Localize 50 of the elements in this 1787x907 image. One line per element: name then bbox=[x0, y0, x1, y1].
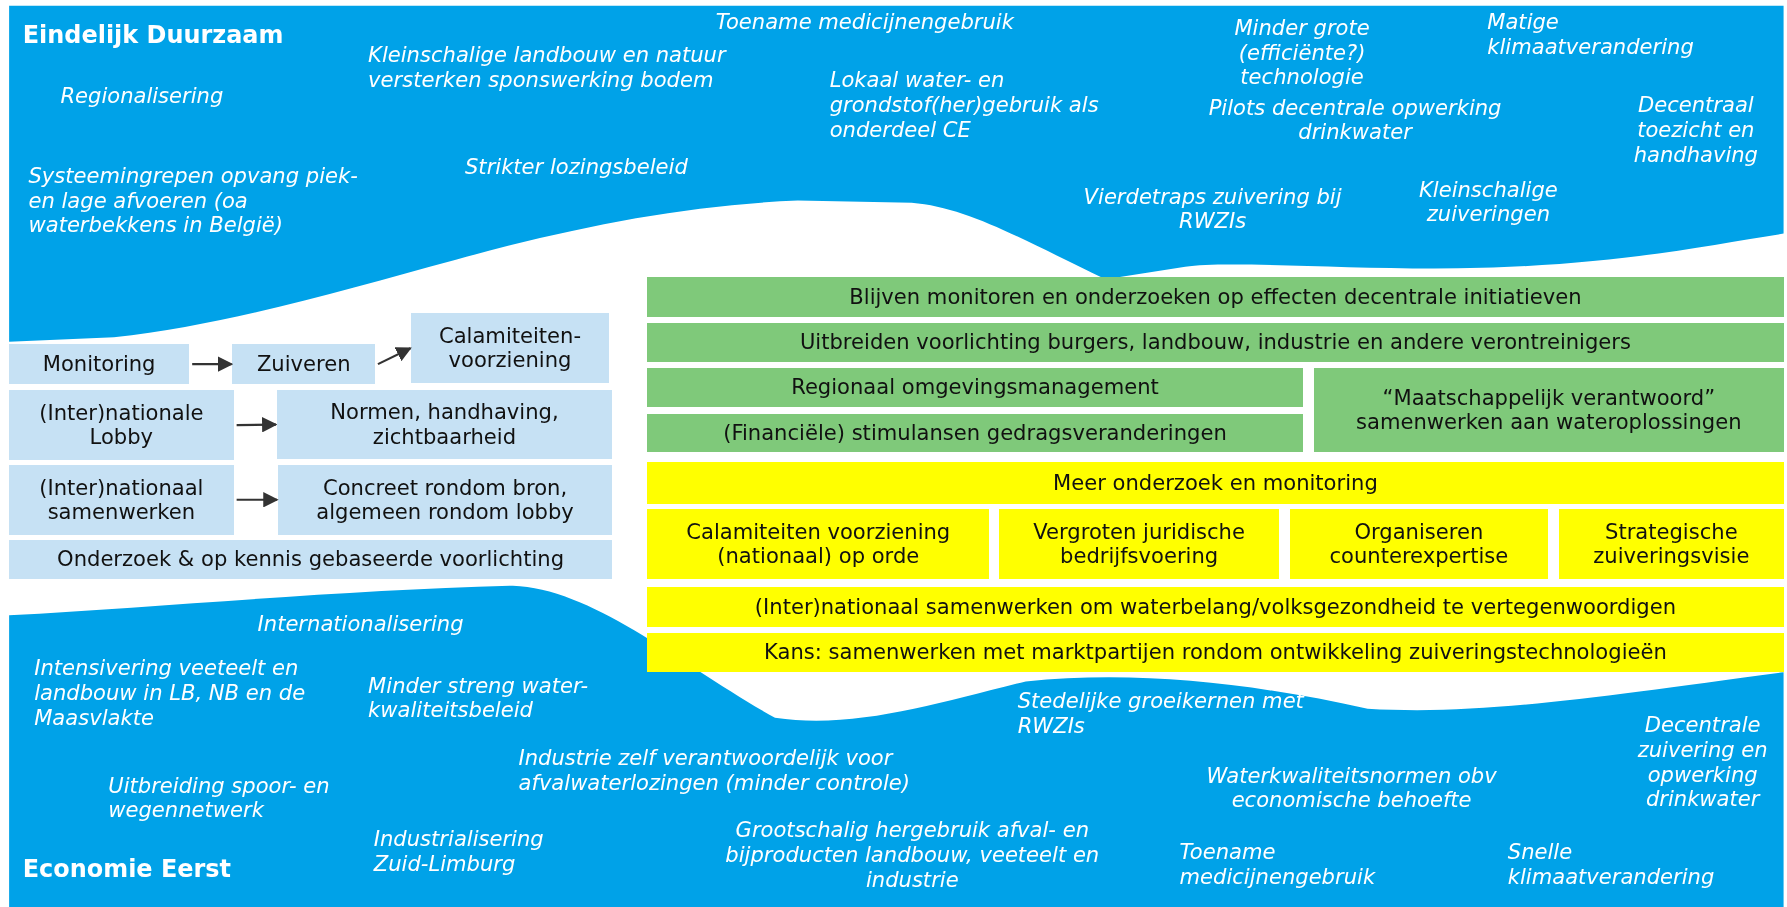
strategy-box: Organiseren counterexpertise bbox=[1290, 509, 1548, 579]
strategy-box: Meer onderzoek en monitoring bbox=[647, 461, 1784, 504]
strategy-box: Calamiteiten-voorziening bbox=[411, 313, 609, 383]
trend-text: Pilots decentrale opwerking drinkwater bbox=[1208, 95, 1503, 146]
trend-text: Internationalisering bbox=[257, 612, 464, 637]
strategy-box: Monitoring bbox=[9, 344, 190, 385]
trend-text: Uitbreiding spoor- en wegennetwerk bbox=[108, 773, 331, 824]
strategy-box: (Inter)nationale Lobby bbox=[9, 389, 234, 461]
trend-text: Minder grote (efficiënte?) technologie bbox=[1233, 15, 1371, 90]
trend-text: Industrialisering Zuid-Limburg bbox=[373, 827, 545, 877]
arrow bbox=[192, 356, 234, 372]
trend-text: Toename medicijnengebruik bbox=[715, 10, 1014, 35]
trend-text: Grootschalig hergebruik afval- en bijproducten landbouw, veeteelt en industrie bbox=[724, 818, 1101, 893]
strategy-box: Zuiveren bbox=[232, 344, 375, 385]
arrow bbox=[236, 417, 278, 433]
trend-text: Systeemingrepen opvang piek- en lage afvoeren (oa waterbekkens in België) bbox=[28, 164, 359, 239]
trend-text: Industrie zelf verantwoordelijk voor afvalwaterlozingen (minder controle) bbox=[518, 746, 912, 796]
trend-text: Decentrale zuivering en opwerking drinkwater bbox=[1636, 713, 1769, 813]
strategy-box: Kans: samenwerken met marktpartijen rondom ontwikkeling zuiveringstechnologieën bbox=[647, 632, 1784, 673]
strategy-box: (Inter)nationaal samenwerken bbox=[9, 465, 234, 535]
strategy-box: Calamiteiten voorziening (nationaal) op orde bbox=[647, 509, 990, 579]
strategy-box: (Inter)nationaal samenwerken om waterbelang/volksgezondheid te vertegenwoordigen bbox=[647, 586, 1784, 627]
arrow bbox=[377, 347, 412, 366]
trend-text: Minder streng water-kwaliteitsbeleid bbox=[368, 673, 590, 723]
trend-text: Matige klimaatverandering bbox=[1487, 10, 1695, 60]
strategy-box: Strategische zuiveringsvisie bbox=[1559, 509, 1784, 579]
trend-text: Kleinschalige zuiveringen bbox=[1418, 177, 1559, 228]
scenario-heading: Economie Eerst bbox=[22, 854, 231, 883]
trend-text: Vierdetraps zuivering bij RWZIs bbox=[1082, 184, 1343, 234]
trend-text: Strikter lozingsbeleid bbox=[465, 155, 688, 180]
trend-text: Lokaal water- en grondstof(her)gebruik als onderdeel CE bbox=[829, 68, 1100, 143]
trend-text: Waterkwaliteitsnormen obv economische behoefte bbox=[1205, 763, 1498, 813]
strategy-box: Blijven monitoren en onderzoeken op effecten decentrale initiatieven bbox=[647, 276, 1784, 317]
strategy-box: Vergroten juridische bedrijfsvoering bbox=[999, 509, 1279, 579]
trend-text: Intensivering veeteelt en landbouw in LB, NB en de Maasvlakte bbox=[34, 656, 307, 731]
strategy-box: Concreet rondom bron, algemeen rondom lobby bbox=[278, 465, 612, 535]
trend-text: Kleinschalige landbouw en natuur versterken sponswerking bodem bbox=[368, 43, 728, 93]
trend-text: Stedelijke groeikernen met RWZIs bbox=[1017, 689, 1305, 739]
strategy-box: Regionaal omgevingsmanagement bbox=[647, 368, 1303, 407]
strategy-box: “Maatschappelijk verantwoord” samenwerken aan wateroplossingen bbox=[1314, 368, 1784, 453]
strategy-box: Uitbreiden voorlichting burgers, landbouw, industrie en andere verontreinigers bbox=[647, 322, 1784, 363]
trend-text: Decentraal toezicht en handhaving bbox=[1632, 93, 1759, 168]
arrow bbox=[236, 492, 279, 508]
strategy-box: Onderzoek & op kennis gebaseerde voorlichting bbox=[9, 540, 612, 579]
trend-text: Snelle klimaatverandering bbox=[1507, 839, 1716, 890]
scenario-heading: Eindelijk Duurzaam bbox=[22, 20, 284, 49]
strategy-box: (Financiële) stimulansen gedragsveranderingen bbox=[647, 413, 1303, 453]
strategy-box: Normen, handhaving, zichtbaarheid bbox=[276, 389, 612, 460]
trend-text: Regionalisering bbox=[60, 84, 224, 109]
trend-text: Toename medicijnengebruik bbox=[1179, 839, 1377, 890]
